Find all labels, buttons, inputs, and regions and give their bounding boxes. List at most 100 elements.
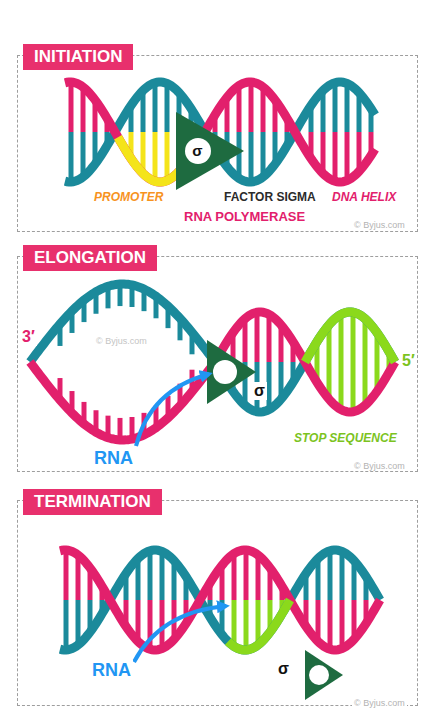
base-pair (148, 554, 153, 600)
base-pair (328, 600, 333, 646)
base-pair (345, 132, 350, 178)
label-anchor: RNA (90, 660, 133, 680)
base-pair (249, 132, 254, 179)
sigma-label: σ (252, 382, 267, 400)
dna-strand (60, 550, 380, 650)
part-label: DNA HELIX (330, 191, 398, 204)
dna-strand (60, 550, 380, 650)
part-label: PROMOTER (92, 191, 165, 204)
base-pair (141, 94, 146, 132)
base-pair (153, 86, 158, 132)
base-pair (345, 86, 350, 132)
label-anchor: 5′ (400, 352, 417, 370)
strand-end-label: 5′ (400, 352, 417, 370)
polymerase-circle (309, 665, 329, 685)
base-pair (321, 94, 326, 132)
base-pair (316, 600, 321, 638)
label-anchor: 3′ (20, 328, 37, 346)
watermark: © Byjus.com (94, 336, 149, 346)
highlighted-strand (228, 600, 290, 650)
polymerase-triangle (305, 650, 343, 700)
base-pair (333, 86, 338, 132)
label-anchor: RNA POLYMERASE (182, 207, 307, 225)
base-pair (160, 554, 165, 600)
highlighted-strand (118, 137, 180, 182)
base-pair (136, 562, 141, 600)
label-anchor: PROMOTER (92, 187, 165, 205)
base-pair (81, 132, 86, 174)
label-anchor: STOP SEQUENCE (292, 428, 399, 446)
base-pair (81, 90, 86, 132)
part-label: FACTOR SIGMA (222, 191, 318, 204)
base-pair (69, 85, 74, 132)
label-anchor: © Byjus.com (94, 330, 149, 348)
sigma-label: σ (276, 660, 291, 678)
base-pair (64, 553, 69, 600)
label-anchor: DNA HELIX (330, 187, 398, 205)
polymerase-triangle (207, 340, 256, 404)
sigma-circle: σ (185, 138, 211, 164)
base-pair (351, 362, 356, 409)
dna-artwork (30, 82, 395, 700)
base-pair (261, 90, 266, 132)
base-pair (249, 85, 254, 132)
stage-panel: TERMINATION (17, 500, 418, 706)
part-label: RNA POLYMERASE (182, 210, 307, 225)
base-pair (237, 89, 242, 132)
base-pair (316, 562, 321, 600)
stage-heading: ELONGATION (23, 245, 157, 271)
base-pair (333, 132, 338, 178)
base-pair (141, 132, 146, 170)
base-pair (267, 317, 272, 362)
base-pair (160, 600, 165, 646)
dna-strand (215, 312, 395, 412)
stage-heading: INITIATION (23, 44, 133, 70)
watermark: © Byjus.com (352, 698, 407, 708)
polymerase-circle (213, 360, 237, 384)
dna-strand (215, 312, 395, 412)
base-pair (363, 322, 368, 362)
base-pair (76, 600, 81, 642)
label-anchor: © Byjus.com (352, 692, 407, 710)
stage-panel: INITIATIONσ (17, 55, 418, 232)
base-pair (244, 553, 249, 600)
rna-arrow (134, 606, 226, 662)
base-pair (267, 362, 272, 407)
rna-label: RNA (90, 660, 133, 680)
base-pair (106, 416, 111, 435)
label-anchor: σ (252, 382, 267, 400)
base-pair (339, 317, 344, 362)
base-pair (69, 132, 74, 179)
base-pair (255, 315, 260, 362)
base-pair (130, 417, 135, 436)
dna-strand (30, 284, 215, 362)
dna-strand (30, 362, 215, 440)
base-pair (363, 362, 368, 402)
rna-arrow (136, 374, 209, 446)
base-pair (136, 600, 141, 638)
part-label: STOP SEQUENCE (292, 432, 399, 445)
base-pair (130, 288, 135, 307)
base-pair (76, 558, 81, 600)
base-pair (261, 132, 266, 174)
base-pair (244, 600, 249, 647)
dna-strand (65, 82, 375, 182)
base-pair (339, 362, 344, 407)
base-pair (340, 554, 345, 600)
strand-end-label: 3′ (20, 328, 37, 346)
base-pair (340, 600, 345, 646)
base-pair (118, 287, 123, 306)
base-pair (165, 86, 170, 132)
base-pair (232, 600, 237, 643)
dna-strand (65, 82, 375, 182)
base-pair (243, 322, 248, 362)
base-pair (351, 315, 356, 362)
base-pair (328, 554, 333, 600)
base-pair (118, 418, 123, 437)
base-pair (106, 289, 111, 308)
rna-label: RNA (92, 448, 135, 468)
label-anchor: σ (276, 660, 291, 678)
